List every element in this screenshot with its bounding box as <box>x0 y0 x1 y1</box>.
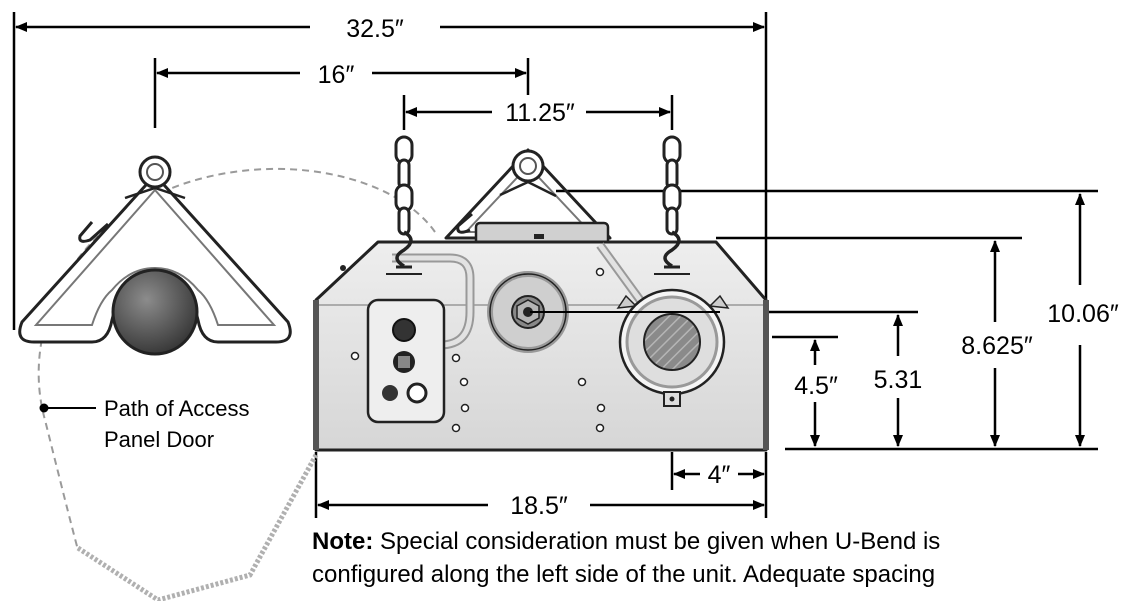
dimension-arrows <box>15 22 1085 510</box>
dim-4-label: 4″ <box>708 461 731 489</box>
control-light <box>392 318 416 342</box>
door-path-label-1: Path of Access <box>104 396 250 421</box>
right-lamp <box>616 288 730 407</box>
note-text: Note: Special consideration must be give… <box>312 525 1132 591</box>
dim-5-31-label: 5.31 <box>874 366 923 394</box>
dim-11-25-label: 11.25″ <box>505 99 575 127</box>
left-hanger <box>18 155 292 356</box>
note-line-1-text: Special consideration must be given when… <box>380 528 941 555</box>
dim-4-5-label: 4.5″ <box>794 372 838 400</box>
note-label: Note: <box>312 528 374 555</box>
dim-32-5-label: 32.5″ <box>346 15 404 43</box>
left-hanger-ball <box>111 268 199 356</box>
left-chain <box>386 135 422 275</box>
unit-cabinet <box>313 135 769 452</box>
center-lamp <box>487 271 569 353</box>
door-path-label-2: Panel Door <box>104 427 214 452</box>
right-chain <box>654 135 690 275</box>
dim-8-625-label: 8.625″ <box>961 332 1033 360</box>
door-path: Path of Access Panel Door <box>37 167 436 601</box>
screws <box>350 267 606 433</box>
dim-16-label: 16″ <box>318 61 355 89</box>
note-line-2: configured along the left side of the un… <box>312 561 936 588</box>
dim-10-06-label: 10.06″ <box>1047 300 1119 328</box>
dimension-labels: 32.5″ 16″ 11.25″ 10.06″ 8.625″ 5.31 4.5″… <box>318 15 1119 520</box>
dim-18-5-label: 18.5″ <box>510 492 568 520</box>
note-line-1: Note: Special consideration must be give… <box>312 525 1132 558</box>
